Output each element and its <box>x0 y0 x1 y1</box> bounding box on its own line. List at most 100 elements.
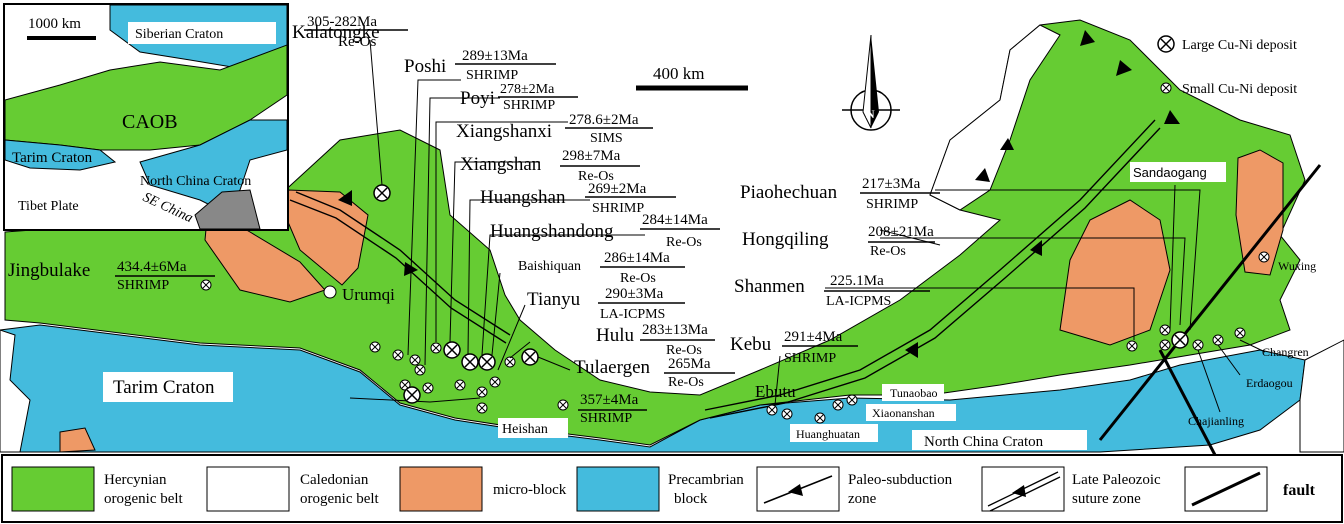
deposit-piaohechuan-age: 217±3Ma <box>862 176 921 192</box>
place-labels: Urumqi Tarim Craton North China Craton E… <box>103 162 1316 450</box>
deposit-kalatongke-method: Re-Os <box>338 34 376 50</box>
deposit-heishan-name: Heishan <box>502 422 548 437</box>
legend-small-deposit: Small Cu-Ni deposit <box>1182 82 1297 97</box>
deposit-hongqiling-age: 208±21Ma <box>868 224 934 240</box>
deposit-hulu-age: 283±13Ma <box>642 322 708 338</box>
inset-map: 1000 km Siberian Craton CAOB Tarim Crato… <box>3 3 289 231</box>
deposit-xiangshan-age: 298±7Ma <box>562 148 621 164</box>
svg-text:Caledonian: Caledonian <box>300 472 369 488</box>
deposit-kebu-age: 291±4Ma <box>784 329 843 345</box>
deposit-baishiquan-name: Baishiquan <box>518 259 581 274</box>
site-wuxing: Wuxing <box>1278 259 1316 273</box>
deposit-huangshan-method: SHRIMP <box>592 201 644 216</box>
deposit-poshi-name: Poshi <box>404 56 446 77</box>
inset-label-caob: CAOB <box>122 111 178 133</box>
site-erdaogou: Erdaogou <box>1246 376 1293 390</box>
deposit-huangshandong-age: 284±14Ma <box>642 212 708 228</box>
north-arrow-icon: N <box>842 34 900 131</box>
deposit-kalatongke-age: 305-282Ma <box>307 14 377 30</box>
deposit-tianyu-name: Tianyu <box>527 289 581 310</box>
site-sandaogang: Sandaogang <box>1133 165 1207 180</box>
deposit-hongqiling-name: Hongqiling <box>742 229 829 250</box>
svg-text:zone: zone <box>848 491 877 507</box>
inset-label-tibet: Tibet Plate <box>18 199 79 214</box>
bottom-legend: Hercynian orogenic belt Caledonian oroge… <box>1 454 1343 523</box>
svg-text:Precambrian: Precambrian <box>668 472 744 488</box>
svg-text:400 km: 400 km <box>653 64 704 83</box>
microblock-jiamusi <box>1235 149 1284 276</box>
deposit-xiangshanxi-name: Xiangshanxi <box>456 121 552 142</box>
site-chajianling: Chajianling <box>1188 414 1244 428</box>
inset-label-siberian: Siberian Craton <box>135 27 223 42</box>
inset-label-north-china: North China Craton <box>140 174 251 189</box>
caledonian-block-east <box>1299 339 1344 453</box>
map-scale-bar: 400 km <box>636 64 748 91</box>
deposit-tianyu-method: LA-ICPMS <box>600 307 665 322</box>
legend-large-deposit: Large Cu-Ni deposit <box>1182 38 1297 53</box>
deposit-jingbulake-name: Jingbulake <box>8 260 90 281</box>
deposit-xiangshan-name: Xiangshan <box>460 154 542 175</box>
svg-text:Hercynian: Hercynian <box>104 472 167 488</box>
deposit-hulu-method: Re-Os <box>666 343 702 358</box>
site-tunaobao: Tunaobao <box>890 386 938 400</box>
inset-label-tarim: Tarim Craton <box>12 150 93 166</box>
deposit-piaohechuan-name: Piaohechuan <box>740 182 838 203</box>
svg-text:N: N <box>866 107 875 121</box>
legend-swatch-caledonian <box>206 466 290 512</box>
deposit-hulu-name: Hulu <box>596 325 635 346</box>
deposit-tianyu-age: 290±3Ma <box>605 286 664 302</box>
deposit-huangshan-name: Huangshan <box>480 187 566 208</box>
leader-lines <box>369 39 1266 413</box>
microblock-west <box>204 207 326 303</box>
deposit-tulaergen-method: Re-Os <box>668 375 704 390</box>
deposit-labels: Kalatongke 305-282Ma Re-Os Poshi 289±13M… <box>8 14 934 438</box>
deposit-xiangshanxi-method: SIMS <box>590 131 623 146</box>
deposit-baishiquan-age: 286±14Ma <box>604 250 670 266</box>
site-ebutu: Ebutu <box>755 382 796 401</box>
deposit-huangshandong-name: Huangshandong <box>490 221 614 242</box>
svg-text:orogenic belt: orogenic belt <box>300 491 380 507</box>
main-map <box>0 19 1344 456</box>
legend-swatch-precambrian <box>576 466 660 512</box>
site-changren: Changren <box>1262 345 1309 359</box>
urumqi-marker <box>323 285 337 299</box>
legend-swatch-microblock <box>399 466 483 512</box>
region-tarim-label: Tarim Craton <box>113 377 215 398</box>
paleo-subduction-zone <box>338 30 1180 358</box>
deposit-heishan-age: 357±4Ma <box>580 392 639 408</box>
deposit-tulaergen-name: Tulaergen <box>574 357 651 378</box>
late-paleozoic-suture-zone <box>289 119 1161 419</box>
deposit-shanmen-name: Shanmen <box>734 276 805 297</box>
deposit-piaohechuan-method: SHRIMP <box>866 197 918 212</box>
deposit-tulaergen-age: 265Ma <box>668 356 711 372</box>
deposit-xiangshanxi-age: 278.6±2Ma <box>569 112 639 128</box>
region-north-china-label: North China Craton <box>924 434 1044 450</box>
deposit-poyi-age: 278±2Ma <box>500 82 555 97</box>
svg-text:suture zone: suture zone <box>1072 491 1141 507</box>
svg-text:Late Paleozoic: Late Paleozoic <box>1072 472 1161 488</box>
city-urumqi-label: Urumqi <box>342 285 395 304</box>
microblock-songliao <box>1059 199 1171 346</box>
deposit-kebu-name: Kebu <box>730 334 772 355</box>
deposit-kalatongke-name: Kalatongke <box>292 22 380 43</box>
deposit-shanmen-method: LA-ICPMS <box>826 294 891 309</box>
deposit-hongqiling-method: Re-Os <box>870 244 906 259</box>
legend-swatch-hercynian <box>11 466 95 512</box>
caledonian-block-west <box>0 329 31 453</box>
deposit-xiangshan-method: Re-Os <box>578 169 614 184</box>
deposit-poshi-age: 289±13Ma <box>462 48 528 64</box>
deposit-heishan-method: SHRIMP <box>580 411 632 426</box>
deposit-baishiquan-method: Re-Os <box>620 271 656 286</box>
svg-text:block: block <box>674 491 708 507</box>
deposit-legend: Large Cu-Ni deposit Small Cu-Ni deposit <box>1157 35 1297 97</box>
caledonian-block-ne <box>929 24 1061 211</box>
deposit-huangshan-age: 269±2Ma <box>588 181 647 197</box>
deposit-markers <box>200 184 1270 424</box>
legend-fault-icon <box>1191 471 1261 507</box>
deposit-jingbulake-method: SHRIMP <box>117 278 169 293</box>
faults <box>1098 164 1322 456</box>
deposit-poyi-name: Poyi <box>460 88 495 109</box>
deposit-kebu-method: SHRIMP <box>784 351 836 366</box>
deposit-huangshandong-method: Re-Os <box>666 235 702 250</box>
